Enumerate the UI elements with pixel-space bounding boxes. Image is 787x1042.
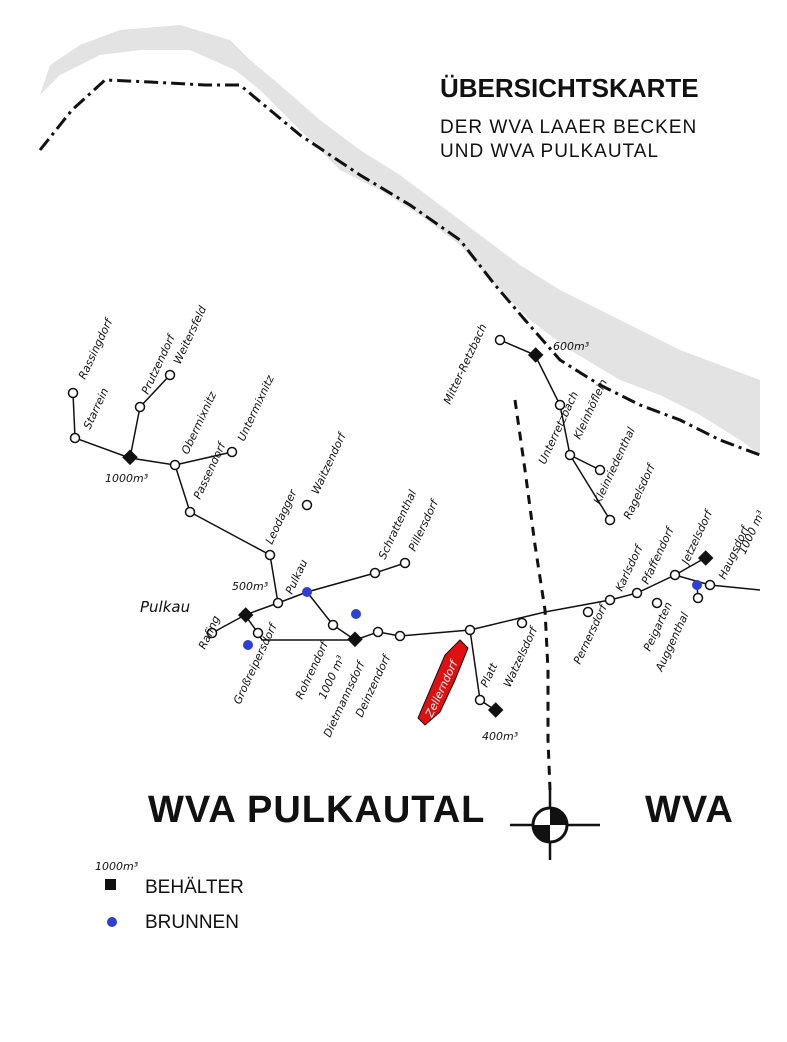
node-schrattenthal	[369, 567, 381, 579]
map-subtitle-2: UND WVA PULKAUTAL	[440, 141, 659, 162]
label-kleinhoefl: Kleinhöflein	[571, 377, 610, 441]
legend-tank-swatch	[105, 879, 116, 890]
node-untermixnitz	[226, 446, 238, 458]
node-mitter-retzbach	[494, 334, 506, 346]
node-leodagger	[264, 549, 276, 561]
node-zellerndorf	[464, 624, 476, 636]
node-obermixnitz	[169, 459, 181, 471]
legend-well-label: BRUNNEN	[145, 912, 239, 933]
cross-symbol	[510, 790, 600, 860]
town-nodes	[67, 334, 716, 706]
label-rassingdorf: Rassingdorf	[76, 315, 116, 381]
tank-platt	[487, 702, 504, 718]
well-pulkau	[302, 587, 312, 597]
label-leodagger: Leodagger	[263, 486, 300, 546]
wells	[243, 580, 702, 650]
tank-starrein	[122, 449, 138, 466]
node-kleinhoefl	[564, 449, 576, 461]
state-border	[38, 78, 761, 457]
label-untermixnitz: Untermixnitz	[235, 373, 277, 443]
node-haugsdorf	[704, 579, 716, 591]
label-platt: Platt	[478, 660, 501, 689]
node-auggenthal	[692, 592, 704, 604]
label-starrein: Starrein	[81, 386, 111, 431]
node-pulkau	[272, 597, 284, 609]
map-title: ÜBERSICHTSKARTE	[440, 73, 699, 103]
legend-tank-label: BEHÄLTER	[145, 877, 244, 898]
node-pfaffendorf	[631, 587, 643, 599]
node-deinzendorf	[394, 630, 406, 642]
volume-pulkau: 500m³	[232, 580, 269, 593]
region-label-right: WVA	[645, 789, 734, 831]
label-weitersfeld: Weitersfeld	[171, 303, 210, 366]
node-grossreipersdorf	[252, 627, 264, 639]
legend: 1000m³ BEHÄLTER BRUNNEN	[95, 860, 244, 933]
node-jetzelsdorf	[669, 569, 681, 581]
node-weitersfeld	[164, 369, 176, 381]
volume-starrein: 1000m³	[105, 472, 149, 485]
label-waitzendorf: Waitzendorf	[309, 429, 350, 496]
region-boundary	[513, 399, 552, 791]
border-band	[40, 25, 760, 455]
node-rassingdorf	[67, 387, 79, 399]
well-grossreipersdorf	[243, 640, 253, 650]
node-unterretzbach	[554, 399, 566, 411]
node-passendorf	[184, 506, 196, 518]
label-rafing: Rafing	[196, 614, 223, 652]
region-label-pulkautal: WVA PULKAUTAL	[148, 789, 485, 831]
node-prutzendorf	[134, 401, 146, 413]
legend-volume: 1000m³	[95, 860, 139, 873]
zellerndorf-highlight	[417, 639, 469, 726]
label-watzelsdorf: Watzelsdorf	[501, 623, 541, 689]
well-rohrendorf	[351, 609, 361, 619]
node-starrein	[69, 432, 81, 444]
node-waitzendorf	[301, 499, 313, 511]
well-jetzelsdorf	[692, 580, 702, 590]
volume-mitter-retzbach: 600m³	[553, 340, 590, 353]
legend-well-swatch	[107, 917, 117, 927]
node-pillersdorf	[399, 557, 411, 569]
river-label: Pulkau	[140, 598, 190, 616]
node-ragelsdorf	[604, 514, 616, 526]
tank-dietmannsdorf	[347, 631, 363, 648]
tank-pulkau	[237, 607, 254, 623]
node-karlsdorf	[604, 594, 616, 606]
node-pernersdorf	[582, 606, 594, 618]
node-kleinhoefl-b	[594, 464, 606, 476]
label-karlsdorf: Karlsdorf	[613, 541, 646, 593]
volume-platt: 400m³	[482, 730, 519, 743]
node-deinzendorf-a	[372, 626, 384, 638]
map-subtitle-1: DER WVA LAAER BECKEN	[440, 117, 697, 138]
node-watzelsdorf	[516, 617, 528, 629]
node-rafing	[206, 627, 218, 639]
node-rohrendorf	[327, 619, 339, 631]
label-mitter-retzbach: Mitter-Retzbach	[441, 322, 490, 406]
tank-mitter-retzbach	[527, 347, 544, 363]
label-ragelsdorf: Ragelsdorf	[621, 460, 659, 521]
tank-jetzelsdorf	[697, 550, 714, 566]
node-platt	[474, 694, 486, 706]
node-peigarten	[651, 597, 663, 609]
label-passendorf: Passendorf	[191, 439, 229, 501]
